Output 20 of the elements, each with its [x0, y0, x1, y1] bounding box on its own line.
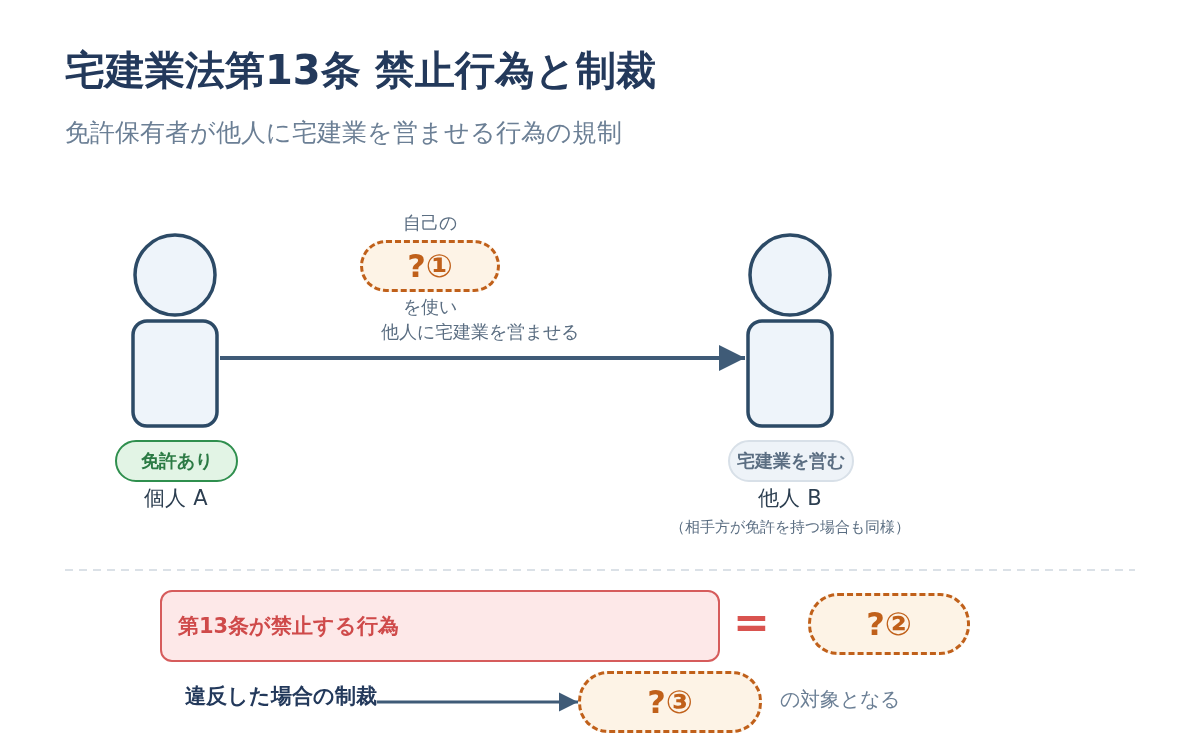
prohibited-act-box: 第13条が禁止する行為	[160, 590, 720, 662]
person-figure	[130, 233, 220, 429]
diagram-title: 宅建業法第13条 禁止行為と制裁	[65, 46, 656, 94]
subtitle-text: 免許保有者が他人に宅建業を営ませる行為の規制	[65, 118, 622, 148]
arrow	[220, 345, 745, 371]
person-figure	[745, 233, 835, 429]
status-badge: 宅建業を営む	[728, 440, 854, 482]
person-name: 個人 A	[144, 486, 208, 512]
caption-text: 自己の	[403, 212, 457, 234]
caption-text: を使い	[403, 296, 457, 318]
caption-text: の対象となる	[780, 687, 900, 711]
status-badge: 免許あり	[115, 440, 238, 482]
equals-sign: =	[733, 596, 770, 649]
answer-blank: ?①	[360, 240, 500, 292]
person-name: 他人 B	[758, 486, 822, 512]
answer-blank: ?③	[578, 671, 762, 733]
sanction-label: 違反した場合の制裁	[185, 684, 377, 710]
arrow	[377, 692, 578, 712]
answer-blank: ?②	[808, 593, 970, 655]
note-text: （相手方が免許を持つ場合も同様）	[670, 518, 910, 536]
